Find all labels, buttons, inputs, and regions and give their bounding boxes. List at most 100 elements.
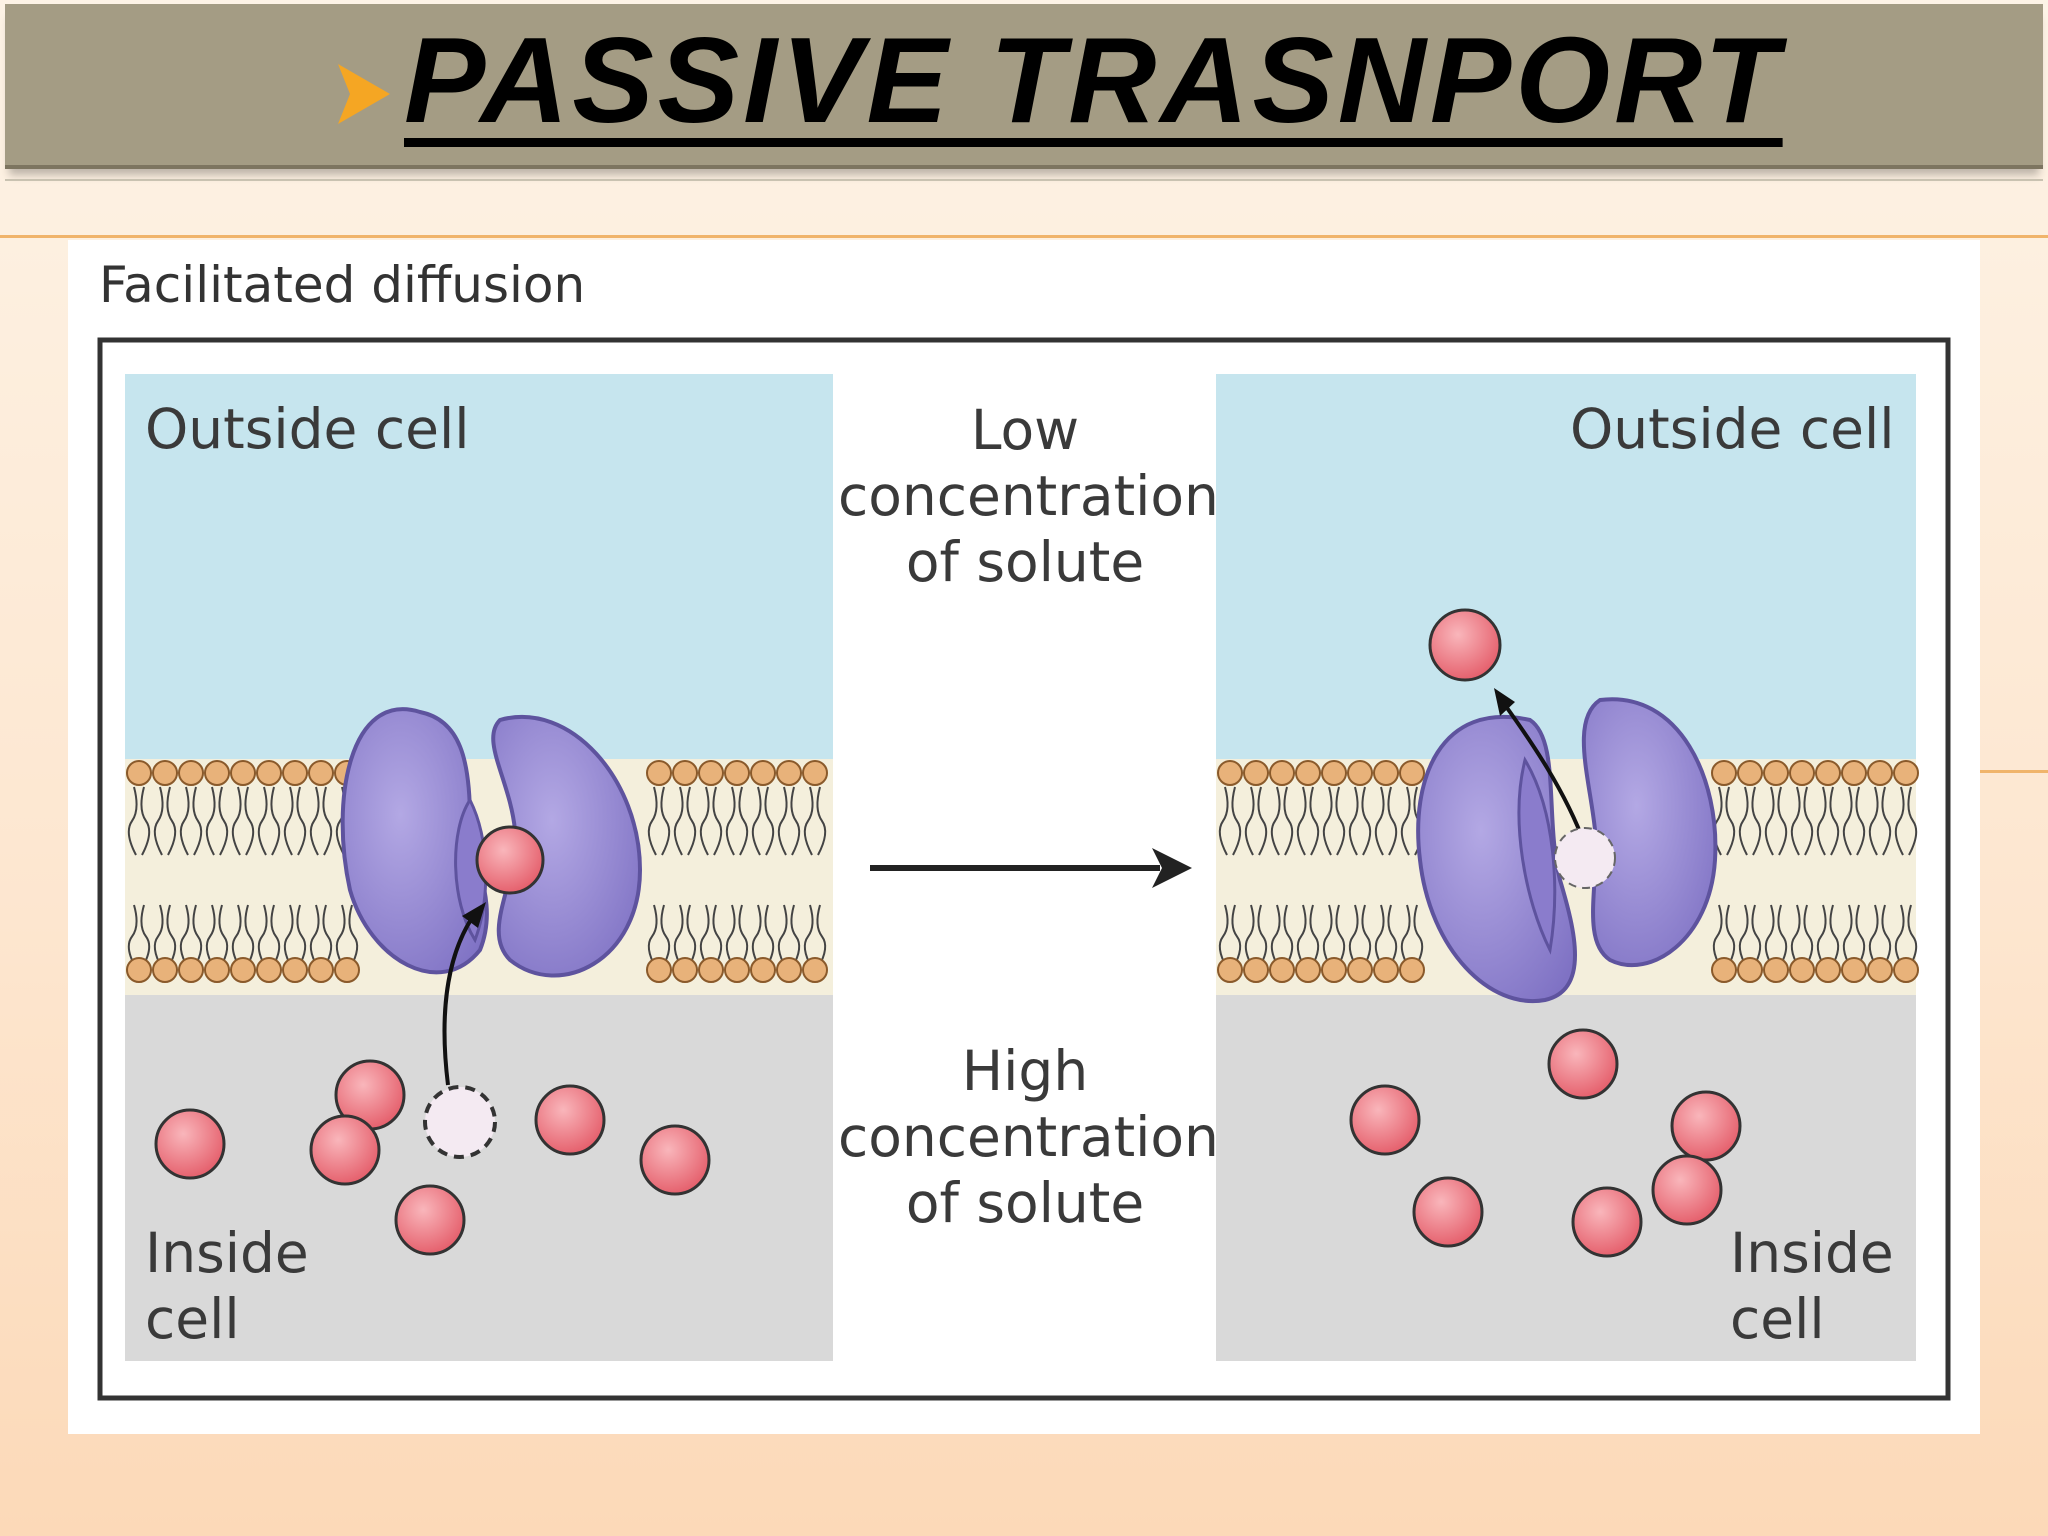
lipid-tail bbox=[1348, 786, 1372, 856]
lipid-head bbox=[776, 760, 802, 786]
lipid-tail bbox=[1842, 904, 1866, 969]
lipid-tail bbox=[1244, 904, 1268, 969]
process-arrow-head bbox=[1152, 848, 1192, 888]
lipid-tail bbox=[231, 904, 255, 969]
lipid-tail bbox=[153, 904, 177, 969]
left-inside-region bbox=[125, 995, 833, 1361]
lipid-tail bbox=[1738, 904, 1762, 969]
lipid-tail bbox=[1374, 904, 1398, 969]
lipid-tail bbox=[283, 786, 307, 856]
lipid-head bbox=[282, 957, 308, 983]
lipid-tail bbox=[1712, 904, 1736, 969]
lipid-head bbox=[1867, 957, 1893, 983]
solute-particle bbox=[1571, 1186, 1643, 1258]
lipid-head bbox=[178, 760, 204, 786]
lipid-head bbox=[724, 957, 750, 983]
lipid-head bbox=[1867, 760, 1893, 786]
lipid-tail bbox=[309, 904, 333, 969]
lipid-tail bbox=[205, 904, 229, 969]
lipid-tail bbox=[231, 786, 255, 856]
lipid-head bbox=[152, 760, 178, 786]
lipid-tail bbox=[1842, 786, 1866, 856]
decorative-line-right bbox=[1980, 770, 2048, 773]
lipid-tail bbox=[1322, 904, 1346, 969]
lipid-head bbox=[308, 760, 334, 786]
lipid-tail bbox=[1218, 904, 1242, 969]
lipid-tail bbox=[1868, 786, 1892, 856]
lipid-head bbox=[698, 760, 724, 786]
lipid-head bbox=[230, 957, 256, 983]
lipid-tail bbox=[647, 786, 671, 856]
lipid-head bbox=[672, 957, 698, 983]
lipid-head bbox=[1295, 760, 1321, 786]
lipid-head bbox=[1373, 760, 1399, 786]
left-lipid-bilayer bbox=[126, 760, 828, 983]
lipid-tail bbox=[673, 786, 697, 856]
lipid-head bbox=[802, 760, 828, 786]
bullet-arrow-icon bbox=[338, 64, 390, 124]
right-outside-label: Outside cell bbox=[1570, 397, 1895, 461]
lipid-tail bbox=[335, 904, 359, 969]
lipid-tail bbox=[1270, 904, 1294, 969]
left-solute-vacated bbox=[423, 1085, 497, 1159]
lipid-head bbox=[1737, 760, 1763, 786]
right-lipid-bilayer bbox=[1217, 760, 1919, 983]
figure-heading: Facilitated diffusion bbox=[99, 256, 586, 314]
solute-particle bbox=[639, 1124, 711, 1196]
lipid-head bbox=[126, 957, 152, 983]
lipid-head bbox=[1347, 760, 1373, 786]
left-transport-arrow bbox=[442, 916, 474, 1086]
right-solute-released bbox=[1428, 608, 1502, 682]
right-inside-label: Inside cell bbox=[1730, 1221, 1894, 1351]
lipid-tail bbox=[777, 786, 801, 856]
lipid-tail bbox=[777, 904, 801, 969]
lipid-head bbox=[1347, 957, 1373, 983]
lipid-tail bbox=[127, 904, 151, 969]
lipid-head bbox=[126, 760, 152, 786]
lipid-head bbox=[178, 957, 204, 983]
lipid-tail bbox=[1348, 904, 1372, 969]
lipid-head bbox=[672, 760, 698, 786]
lipid-tail bbox=[673, 904, 697, 969]
low-concentration-label: Low concentration of solute bbox=[838, 398, 1219, 594]
lipid-tail bbox=[1790, 786, 1814, 856]
solute-particle bbox=[1412, 1176, 1484, 1248]
lipid-tail bbox=[1400, 904, 1424, 969]
solute-particle bbox=[1651, 1154, 1723, 1226]
lipid-tail bbox=[1296, 786, 1320, 856]
lipid-tail bbox=[1270, 786, 1294, 856]
lipid-head bbox=[750, 760, 776, 786]
lipid-head bbox=[802, 957, 828, 983]
lipid-tail bbox=[751, 904, 775, 969]
lipid-tail bbox=[283, 904, 307, 969]
lipid-tail bbox=[725, 786, 749, 856]
lipid-head bbox=[1399, 957, 1425, 983]
lipid-head bbox=[282, 760, 308, 786]
lipid-head bbox=[1815, 957, 1841, 983]
center-column bbox=[870, 848, 1192, 888]
lipid-tail bbox=[1816, 786, 1840, 856]
lipid-head bbox=[776, 957, 802, 983]
lipid-tail bbox=[153, 786, 177, 856]
lipid-head bbox=[1841, 957, 1867, 983]
lipid-head bbox=[646, 760, 672, 786]
left-outside-label: Outside cell bbox=[145, 397, 470, 461]
lipid-head bbox=[1763, 760, 1789, 786]
title-bar bbox=[5, 4, 2043, 181]
solute-particle bbox=[534, 1084, 606, 1156]
lipid-head bbox=[1893, 760, 1919, 786]
right-solute-vacated bbox=[1554, 827, 1616, 889]
lipid-tail bbox=[1738, 786, 1762, 856]
lipid-tail bbox=[257, 904, 281, 969]
lipid-head bbox=[1373, 957, 1399, 983]
lipid-tail bbox=[1894, 904, 1918, 969]
lipid-tail bbox=[1790, 904, 1814, 969]
lipid-head bbox=[698, 957, 724, 983]
solute-particle bbox=[309, 1114, 381, 1186]
solute-particle bbox=[1349, 1084, 1421, 1156]
lipid-tail bbox=[1322, 786, 1346, 856]
lipid-head bbox=[204, 760, 230, 786]
lipid-head bbox=[1295, 957, 1321, 983]
title-bar-underline bbox=[5, 179, 2043, 181]
